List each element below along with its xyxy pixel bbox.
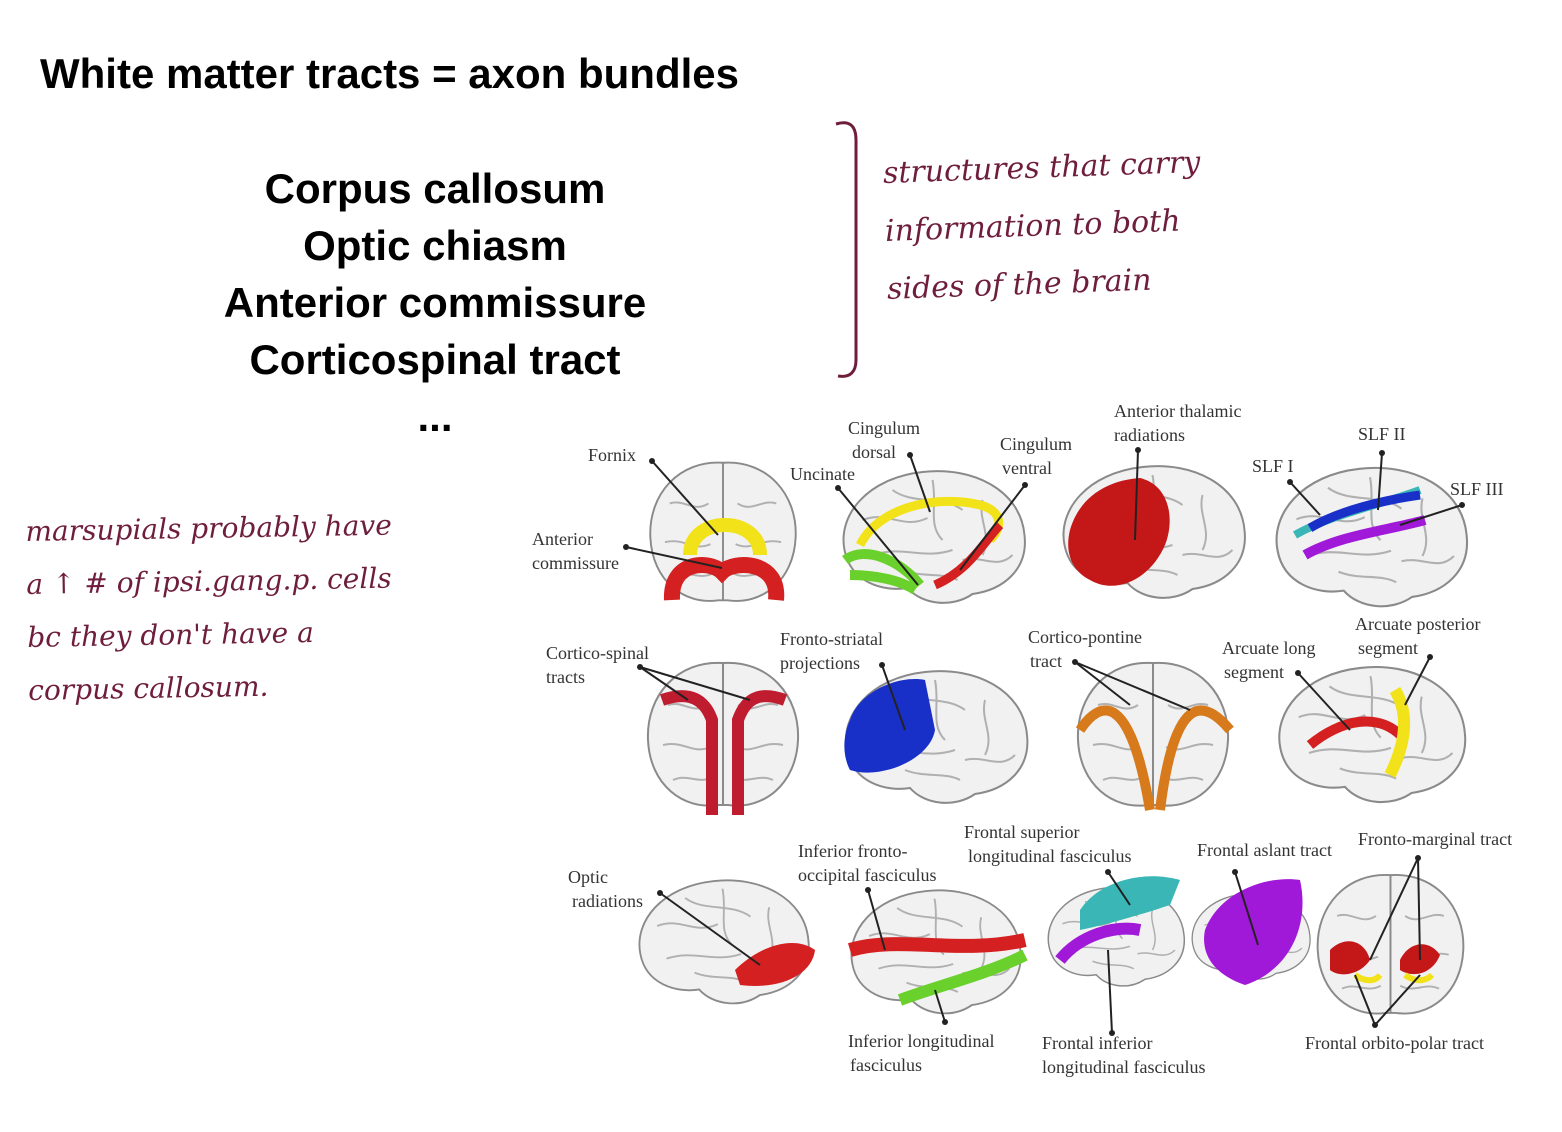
label-cortico-pontine: Cortico-pontine: [1028, 627, 1142, 647]
label-arcuate-posterior: Arcuate posterior: [1355, 614, 1480, 634]
anterior-commissure-tract: [664, 557, 785, 601]
list-item-optic-chiasm: Optic chiasm: [303, 222, 567, 269]
uncinate-tract: [842, 549, 924, 595]
label-ilf: Inferior longitudinal: [848, 1031, 994, 1051]
label-cingulum-ventral: Cingulum: [1000, 434, 1072, 454]
label-anterior-thalamic: radiations: [1114, 425, 1185, 445]
label-slf3: SLF III: [1450, 479, 1504, 499]
brain-lateral-view: [638, 879, 810, 1005]
fornix-tract: [683, 518, 767, 556]
ilf-tract: [897, 949, 1028, 1006]
frontal-inferior-tract: [1055, 922, 1142, 964]
label-optic-radiations: radiations: [572, 891, 643, 911]
brain-lateral-view: [1278, 665, 1467, 804]
tracts-list: Corpus callosum Optic chiasm Anterior co…: [180, 160, 690, 445]
slf2-tract: [1307, 490, 1421, 532]
label-arcuate-long: segment: [1224, 662, 1284, 682]
label-arcuate-posterior: segment: [1358, 638, 1418, 658]
fronto-striatal-tract: [844, 679, 935, 773]
label-frontal-inferior: longitudinal fasciculus: [1042, 1057, 1205, 1077]
label-cingulum-ventral: ventral: [1002, 458, 1052, 478]
brain-front-view: [646, 661, 800, 807]
bracket-line: [835, 121, 858, 378]
label-ifof: Inferior fronto-: [798, 841, 907, 861]
label-anterior-commissure: Anterior: [532, 529, 593, 549]
label-cortico-spinal: Cortico-spinal: [546, 643, 649, 663]
label-frontal-superior: longitudinal fasciculus: [968, 846, 1131, 866]
label-slf2: SLF II: [1358, 424, 1406, 444]
arcuate-posterior-tract: [1384, 686, 1411, 778]
label-frontal-superior: Frontal superior: [964, 822, 1079, 842]
optic-radiations-tract: [735, 942, 815, 986]
slf3-tract: [1302, 515, 1427, 560]
label-fronto-marginal: Fronto-marginal tract: [1358, 829, 1512, 849]
label-cingulum-dorsal: Cingulum: [848, 418, 920, 438]
cortico-pontine-tract: [1075, 705, 1234, 811]
anterior-thalamic-tract: [1068, 478, 1170, 586]
label-frontal-orbito-polar: Frontal orbito-polar tract: [1305, 1033, 1484, 1053]
label-cortico-pontine: tract: [1030, 651, 1062, 671]
arcuate-long-tract: [1306, 716, 1409, 749]
label-frontal-aslant: Frontal aslant tract: [1197, 840, 1332, 860]
label-fronto-striatal: projections: [780, 653, 860, 673]
list-item-corpus-callosum: Corpus callosum: [264, 165, 606, 212]
label-anterior-thalamic: Anterior thalamic: [1114, 401, 1241, 421]
label-ifof: occipital fasciculus: [798, 865, 936, 885]
label-frontal-inferior: Frontal inferior: [1042, 1033, 1152, 1053]
label-anterior-commissure: commissure: [532, 553, 619, 573]
slide-title: White matter tracts = axon bundles: [40, 50, 739, 97]
label-uncinate: Uncinate: [790, 464, 855, 484]
cortico-spinal-tract: [659, 690, 788, 815]
leader-lines: [625, 449, 1463, 1034]
leader-dots: [623, 447, 1465, 1036]
ifof-tract: [847, 933, 1027, 957]
label-optic-radiations: Optic: [568, 867, 608, 887]
label-arcuate-long: Arcuate long: [1222, 638, 1315, 658]
label-cortico-spinal: tracts: [546, 667, 585, 687]
list-item-corticospinal-tract: Corticospinal tract: [249, 336, 621, 383]
label-cingulum-dorsal: dorsal: [852, 442, 896, 462]
fronto-marginal-tract: [1330, 941, 1440, 975]
label-ilf: fasciculus: [850, 1055, 922, 1075]
label-fornix: Fornix: [588, 445, 636, 465]
list-item-ellipsis: ...: [417, 393, 453, 440]
cingulum-ventral-tract: [933, 521, 1004, 590]
label-slf1: SLF I: [1252, 456, 1294, 476]
cingulum-dorsal-tract: [855, 496, 1004, 548]
frontal-superior-tract: [1080, 876, 1180, 930]
brain-front-view: [1076, 661, 1230, 807]
frontal-orbito-polar-tract: [1353, 972, 1435, 984]
list-item-anterior-commissure: Anterior commissure: [223, 279, 647, 326]
label-fronto-striatal: Fronto-striatal: [780, 629, 883, 649]
